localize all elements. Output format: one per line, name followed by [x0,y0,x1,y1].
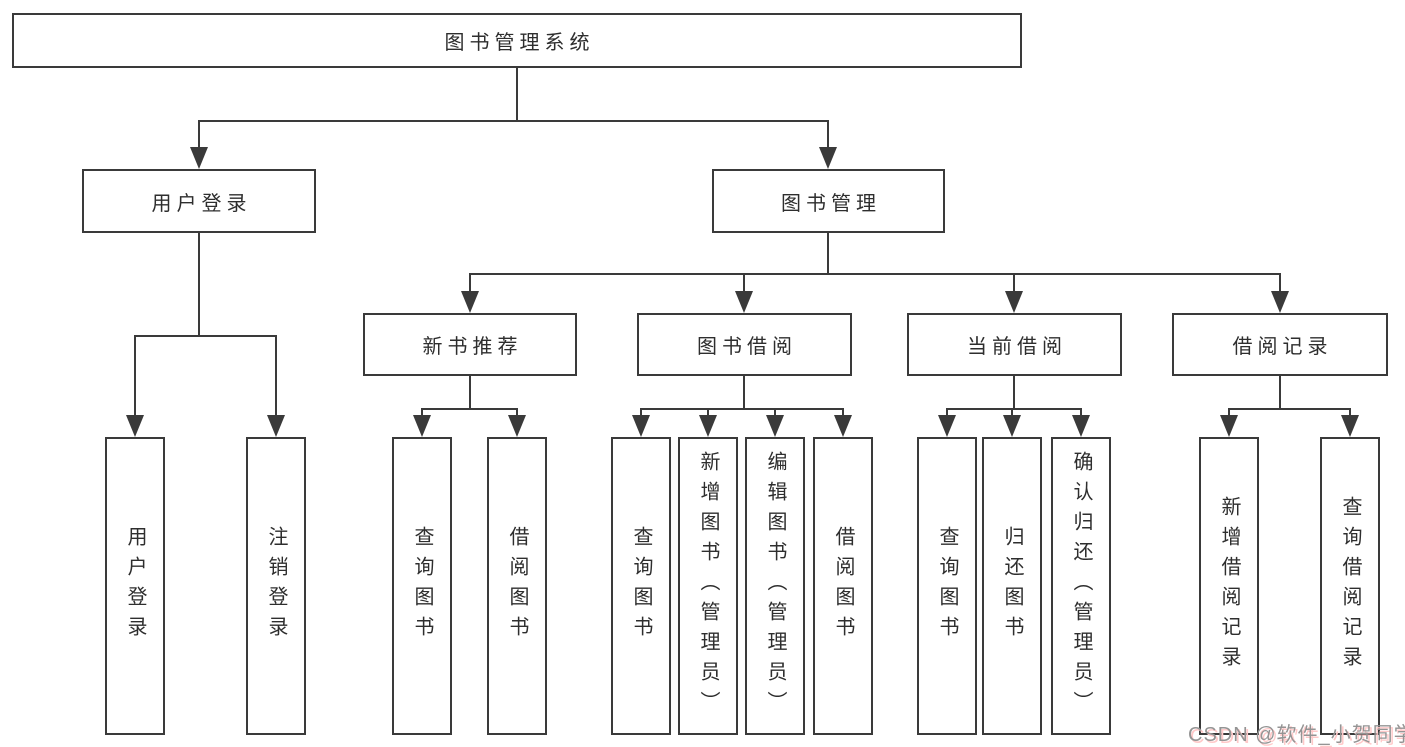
stem-line [516,408,518,418]
node-new-books-label: 新书推荐 [422,336,523,358]
stem-line [827,120,829,150]
leaf-current-return: 归还图书 [982,437,1042,735]
branch-line [1228,408,1350,410]
leaf-records-query-label: 查询借阅记录 [1339,496,1361,676]
arrowhead-down-icon [1005,291,1023,313]
node-borrow-records: 借阅记录 [1172,313,1388,376]
trunk-line [827,233,829,273]
node-current-borrow: 当前借阅 [907,313,1122,376]
arrowhead-down-icon [508,415,526,437]
stem-line [198,120,200,150]
stem-line [1013,273,1015,293]
leaf-logout-label: 注销登录 [265,526,287,646]
branch-line [640,408,843,410]
arrowhead-down-icon [413,415,431,437]
stem-line [1228,408,1230,418]
leaf-current-return-label: 归还图书 [1001,526,1023,646]
leaf-newbooks-borrow: 借阅图书 [487,437,547,735]
trunk-line [1279,376,1281,408]
watermark: CSDN @软件_小贺同学 [1188,724,1405,746]
stem-line [275,335,277,418]
node-book-borrow-label: 图书借阅 [697,336,797,358]
leaf-borrow-edit: 编辑图书（管理员） [745,437,805,735]
arrowhead-down-icon [1003,415,1021,437]
stem-line [134,335,136,418]
arrowhead-down-icon [632,415,650,437]
leaf-current-confirm-label: 确认归还（管理员） [1070,451,1092,721]
trunk-line [1013,376,1015,408]
branch-line [134,335,277,337]
node-book-mgmt: 图书管理 [712,169,945,233]
node-user-login: 用户登录 [82,169,316,233]
arrowhead-down-icon [938,415,956,437]
trunk-line [198,233,200,335]
leaf-records-add: 新增借阅记录 [1199,437,1259,735]
trunk-line [743,376,745,408]
arrowhead-down-icon [267,415,285,437]
leaf-logout: 注销登录 [246,437,306,735]
leaf-records-add-label: 新增借阅记录 [1218,496,1240,676]
node-root: 图书管理系统 [12,13,1022,68]
leaf-newbooks-borrow-label: 借阅图书 [506,526,528,646]
leaf-newbooks-query-label: 查询图书 [411,526,433,646]
arrowhead-down-icon [1271,291,1289,313]
stem-line [743,273,745,293]
leaf-current-query: 查询图书 [917,437,977,735]
leaf-user-login: 用户登录 [105,437,165,735]
arrowhead-down-icon [699,415,717,437]
trunk-line [516,68,518,120]
arrowhead-down-icon [1072,415,1090,437]
stem-line [946,408,948,418]
arrowhead-down-icon [461,291,479,313]
leaf-borrow-borrow-label: 借阅图书 [832,526,854,646]
leaf-borrow-query-label: 查询图书 [630,526,652,646]
leaf-records-query: 查询借阅记录 [1320,437,1380,735]
node-book-borrow: 图书借阅 [637,313,852,376]
branch-line [421,408,517,410]
arrowhead-down-icon [1341,415,1359,437]
node-root-label: 图书管理系统 [444,32,595,54]
arrowhead-down-icon [834,415,852,437]
node-borrow-records-label: 借阅记录 [1232,336,1333,358]
leaf-borrow-borrow: 借阅图书 [813,437,873,735]
leaf-user-login-label: 用户登录 [124,526,146,646]
branch-line [946,408,1081,410]
stem-line [421,408,423,418]
branch-line [198,120,829,122]
leaf-current-query-label: 查询图书 [936,526,958,646]
stem-line [1279,273,1281,293]
arrowhead-down-icon [819,147,837,169]
stem-line [469,273,471,293]
stem-line [1011,408,1013,418]
arrowhead-down-icon [190,147,208,169]
leaf-borrow-query: 查询图书 [611,437,671,735]
arrowhead-down-icon [126,415,144,437]
stem-line [774,408,776,418]
arrowhead-down-icon [735,291,753,313]
branch-line [469,273,1281,275]
stem-line [842,408,844,418]
stem-line [1349,408,1351,418]
trunk-line [469,376,471,408]
node-current-borrow-label: 当前借阅 [967,336,1067,358]
stem-line [640,408,642,418]
node-user-login-label: 用户登录 [151,192,252,215]
stem-line [1080,408,1082,418]
stem-line [707,408,709,418]
leaf-newbooks-query: 查询图书 [392,437,452,735]
leaf-borrow-add-label: 新增图书（管理员） [697,451,719,721]
leaf-borrow-add: 新增图书（管理员） [678,437,738,735]
node-book-mgmt-label: 图书管理 [781,192,881,215]
arrowhead-down-icon [766,415,784,437]
leaf-borrow-edit-label: 编辑图书（管理员） [764,451,786,721]
leaf-current-confirm: 确认归还（管理员） [1051,437,1111,735]
arrowhead-down-icon [1220,415,1238,437]
node-new-books: 新书推荐 [363,313,577,376]
